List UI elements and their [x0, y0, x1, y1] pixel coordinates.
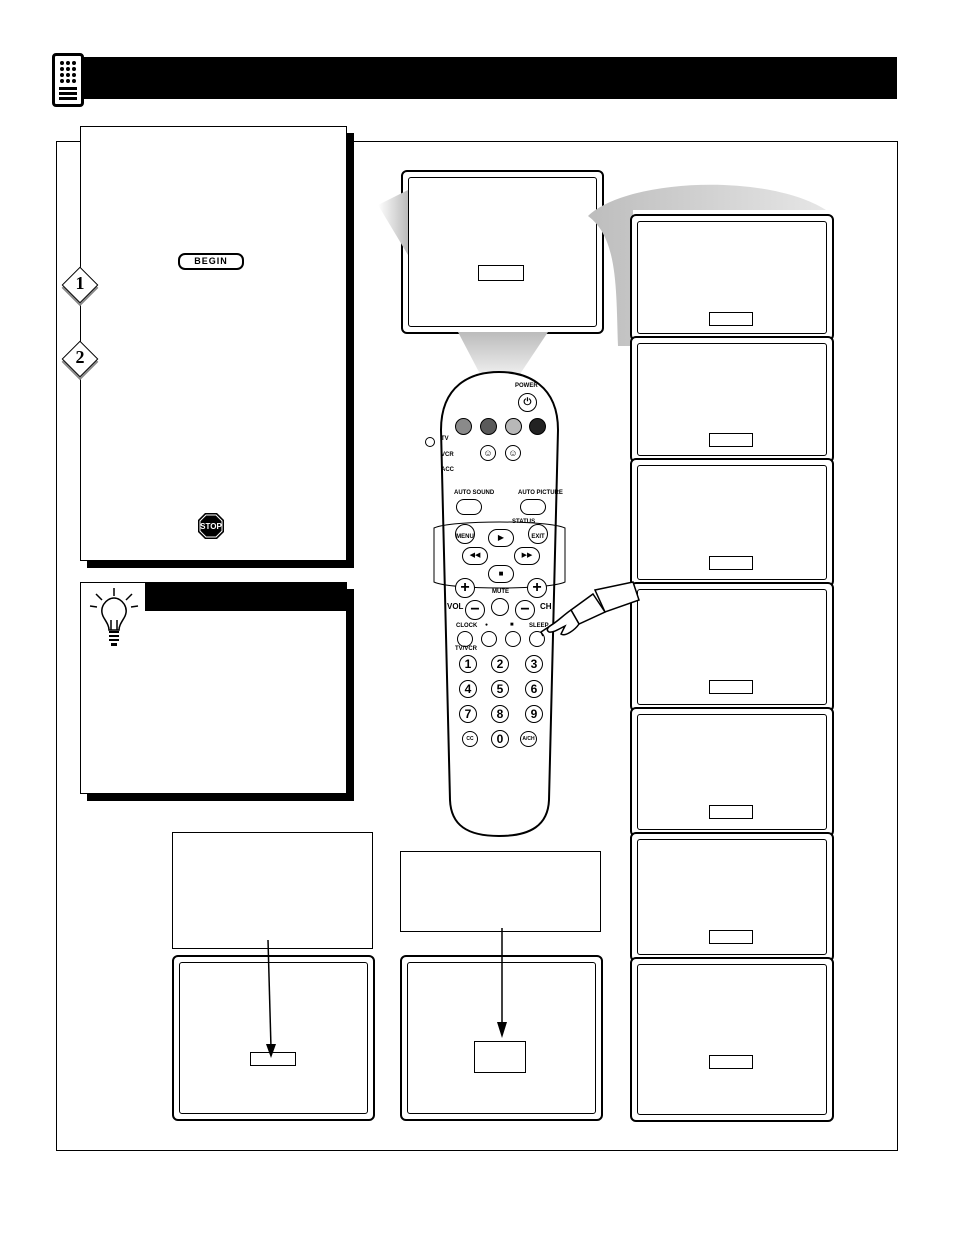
key-4[interactable]: 4	[459, 680, 477, 698]
volume-up-button[interactable]: +	[455, 578, 475, 598]
lightbulb-icon	[86, 584, 148, 650]
tv-screen-bottom-left	[172, 955, 375, 1121]
channel-up-button[interactable]: +	[527, 578, 547, 598]
mute-label: MUTE	[492, 589, 509, 595]
light-beam-remote	[458, 332, 548, 374]
header-bar	[84, 57, 897, 99]
content-frame	[56, 141, 898, 1151]
fast-forward-button[interactable]: ▶▶	[514, 547, 540, 565]
tv-screen-right-7	[630, 957, 834, 1122]
power-button[interactable]: ⏻	[518, 393, 537, 412]
tip-header-bar	[145, 582, 346, 611]
ch-label: CH	[540, 602, 552, 611]
tv-screen-right-2	[630, 336, 834, 463]
color-button-1[interactable]	[455, 418, 472, 435]
instruction-panel	[80, 126, 347, 561]
auto-picture-label: AUTO PICTURE	[518, 490, 563, 496]
pointing-hand-icon	[535, 580, 640, 642]
tv-screen-right-6	[630, 832, 834, 962]
arrow-left	[266, 940, 276, 1058]
tv-screen-right-5	[630, 707, 834, 837]
vol-label: VOL	[447, 602, 464, 611]
step-2-number: 2	[75, 347, 85, 367]
key-1[interactable]: 1	[459, 655, 477, 673]
callout-box-left	[172, 832, 373, 949]
stop-label: STOP	[200, 522, 222, 531]
key-ach[interactable]: A/CH	[520, 731, 537, 747]
clock-label: CLOCK	[456, 623, 478, 629]
menu-button[interactable]: MENU	[455, 524, 475, 544]
key-3[interactable]: 3	[525, 655, 543, 673]
sleep-label: SLEEP	[529, 623, 549, 629]
key-9[interactable]: 9	[525, 705, 543, 723]
key-7[interactable]: 7	[459, 705, 477, 723]
auto-sound-button[interactable]	[456, 499, 482, 515]
record-dot: ●	[485, 622, 489, 628]
record-button[interactable]	[481, 631, 497, 647]
exit-button[interactable]: EXIT	[528, 524, 548, 544]
clock-button[interactable]	[457, 631, 473, 647]
key-8[interactable]: 8	[491, 705, 509, 723]
pause-button[interactable]	[505, 631, 521, 647]
smiley-button-2[interactable]: ☺	[505, 445, 521, 461]
callout-box-middle	[400, 851, 601, 932]
mode-vcr: VCR	[441, 452, 454, 458]
power-label: POWER	[515, 383, 538, 389]
color-button-3[interactable]	[505, 418, 522, 435]
tv-screen-right-1	[630, 214, 834, 341]
sleep-button[interactable]	[529, 631, 545, 647]
stop-sign-icon: STOP	[197, 512, 225, 540]
status-label: STATUS	[512, 519, 536, 525]
light-beam-left	[378, 190, 408, 255]
key-2[interactable]: 2	[491, 655, 509, 673]
begin-badge: BEGIN	[178, 253, 244, 270]
mode-switch[interactable]	[425, 437, 435, 447]
channel-down-button[interactable]: −	[515, 600, 535, 620]
tvvcr-label: TV/VCR	[455, 646, 478, 652]
key-6[interactable]: 6	[525, 680, 543, 698]
auto-sound-label: AUTO SOUND	[454, 490, 495, 496]
stop-square: ■	[510, 622, 514, 628]
auto-picture-button[interactable]	[520, 499, 546, 515]
play-button[interactable]: ▶	[488, 529, 514, 547]
mute-button[interactable]	[491, 598, 509, 616]
tv-screen-right-4	[630, 582, 834, 712]
key-cc[interactable]: CC	[462, 731, 478, 747]
tv-screen-right-3	[630, 458, 834, 587]
tv-screen-top	[401, 170, 604, 334]
color-button-2[interactable]	[480, 418, 497, 435]
remote-control-icon	[52, 53, 84, 107]
mode-acc: ACC	[441, 467, 454, 473]
light-beam-arc	[588, 184, 826, 346]
step-1-number: 1	[75, 273, 85, 293]
color-button-4[interactable]	[529, 418, 546, 435]
arrow-middle	[497, 928, 507, 1038]
volume-down-button[interactable]: −	[465, 600, 485, 620]
key-0[interactable]: 0	[491, 730, 509, 748]
smiley-button-1[interactable]: ☺	[480, 445, 496, 461]
on-screen-label-box	[478, 265, 524, 281]
rewind-button[interactable]: ◀◀	[462, 547, 488, 565]
mode-tv: TV	[441, 436, 449, 442]
key-5[interactable]: 5	[491, 680, 509, 698]
stop-button[interactable]: ■	[488, 565, 514, 583]
